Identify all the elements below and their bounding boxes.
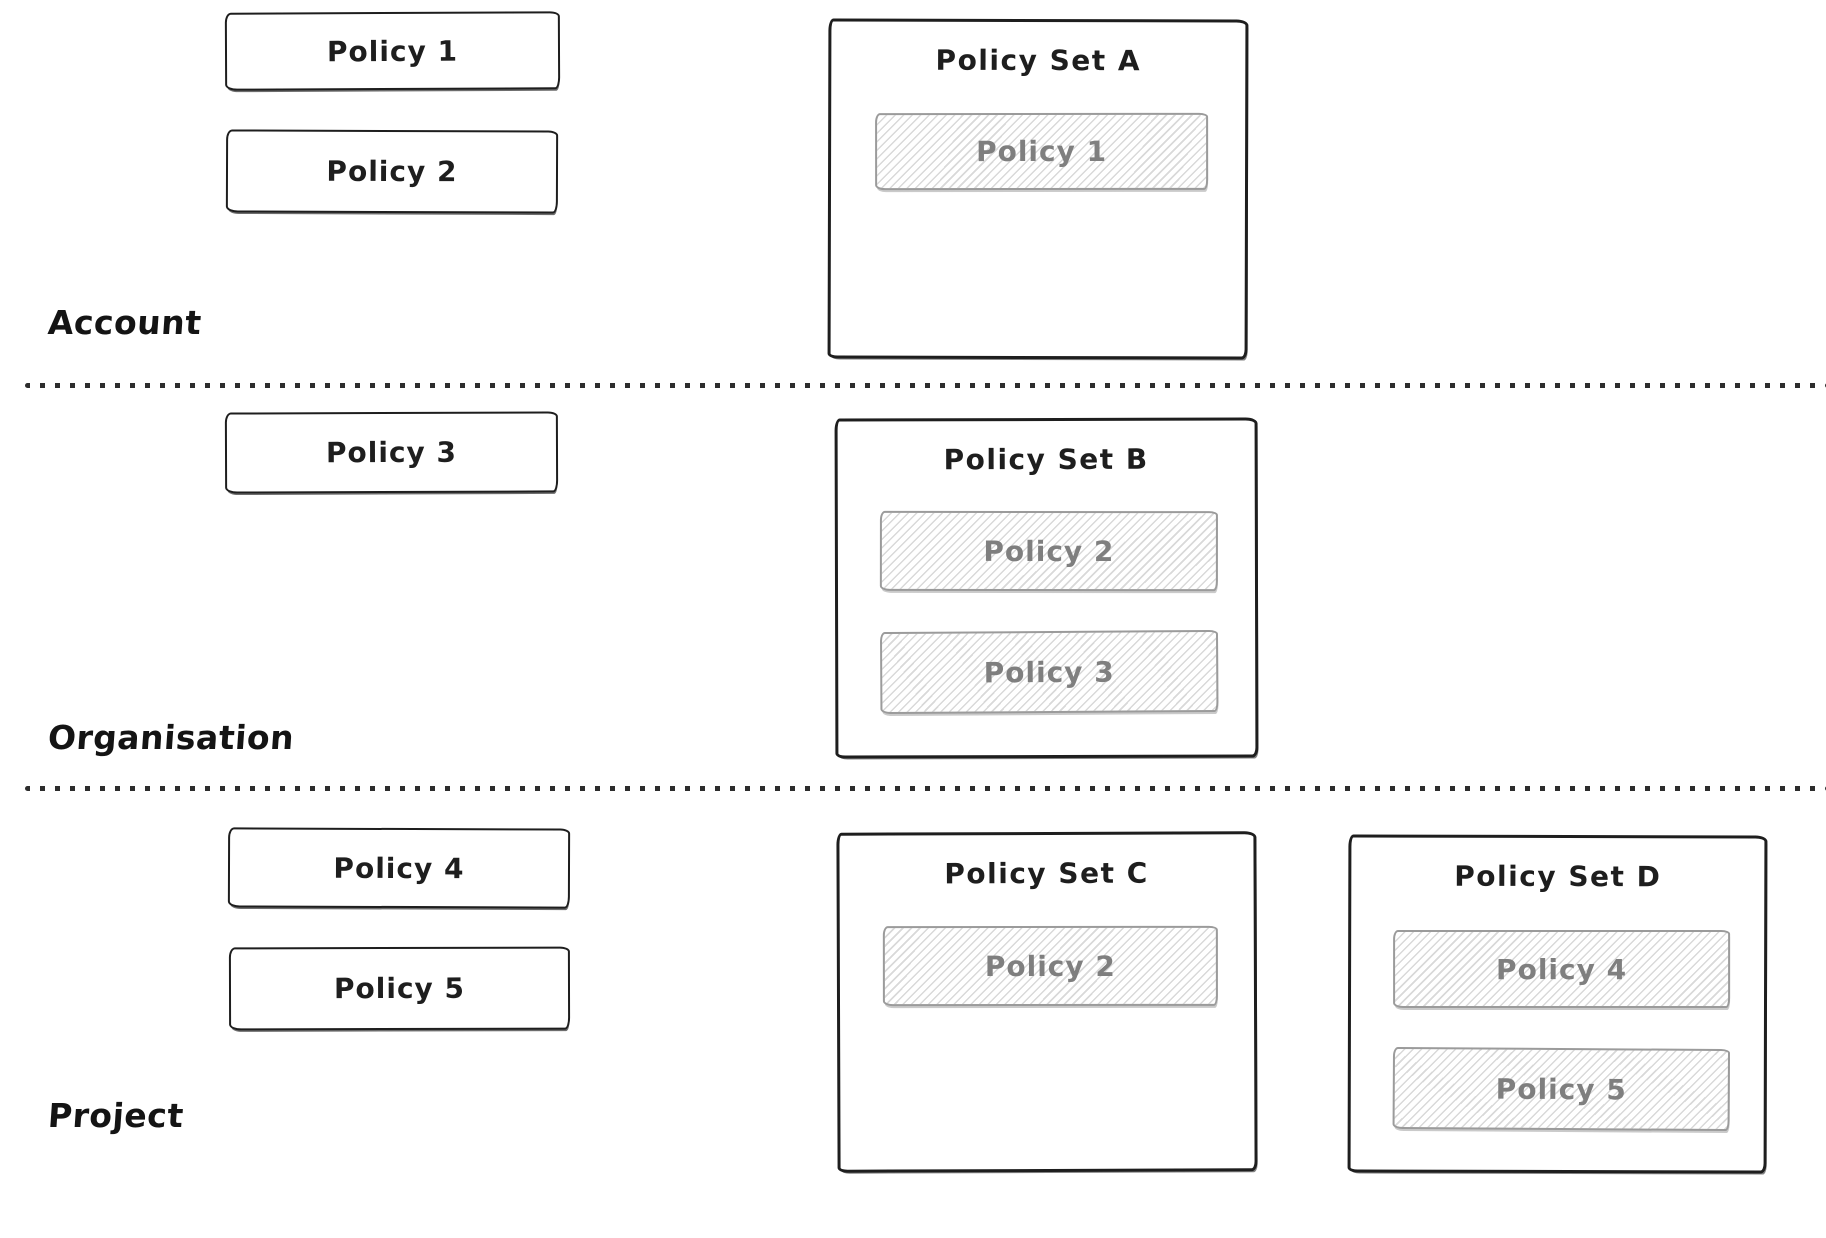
policy-set-title: Policy Set C <box>944 856 1149 891</box>
policy-box-project-4: Policy 4 <box>227 827 571 909</box>
policy-set-title: Policy Set B <box>943 442 1149 477</box>
section-divider-account-organisation <box>25 383 1826 388</box>
policy-box-account-1: Policy 1 <box>224 11 561 91</box>
policy-set-container-b: Policy Set B Policy 2 Policy 3 <box>834 417 1259 759</box>
section-label-account: Account <box>46 303 203 342</box>
attached-policy-label: Policy 3 <box>983 655 1115 689</box>
section-label-project: Project <box>46 1096 186 1135</box>
attached-policy-label: Policy 1 <box>976 134 1108 169</box>
policy-set-title: Policy Set A <box>935 43 1142 78</box>
attached-policy-box: Policy 2 <box>879 510 1218 592</box>
attached-policy-box: Policy 4 <box>1393 930 1731 1009</box>
attached-policy-box: Policy 3 <box>879 629 1219 715</box>
policy-set-container-a: Policy Set A Policy 1 <box>827 18 1249 360</box>
policy-set-container-c: Policy Set C Policy 2 <box>836 831 1258 1173</box>
policy-box-label: Policy 5 <box>333 971 466 1006</box>
attached-policy-box: Policy 2 <box>882 925 1218 1007</box>
attached-policy-label: Policy 5 <box>1495 1072 1627 1106</box>
policy-box-label: Policy 2 <box>326 154 458 189</box>
policy-box-label: Policy 3 <box>325 435 458 470</box>
policy-box-project-5: Policy 5 <box>228 946 571 1031</box>
policy-set-container-d: Policy Set D Policy 4 Policy 5 <box>1347 834 1768 1174</box>
attached-policy-box: Policy 1 <box>875 112 1209 191</box>
attached-policy-label: Policy 4 <box>1496 952 1628 986</box>
policy-box-label: Policy 4 <box>333 851 465 885</box>
section-divider-organisation-project <box>25 786 1826 791</box>
attached-policy-label: Policy 2 <box>983 534 1115 568</box>
attached-policy-box: Policy 5 <box>1392 1046 1731 1132</box>
policy-box-account-2: Policy 2 <box>225 129 559 214</box>
section-label-organisation: Organisation <box>46 718 296 757</box>
policy-box-label: Policy 1 <box>326 34 459 68</box>
policy-set-title: Policy Set D <box>1454 859 1662 894</box>
attached-policy-label: Policy 2 <box>984 949 1116 983</box>
policy-box-organisation-3: Policy 3 <box>224 411 559 494</box>
